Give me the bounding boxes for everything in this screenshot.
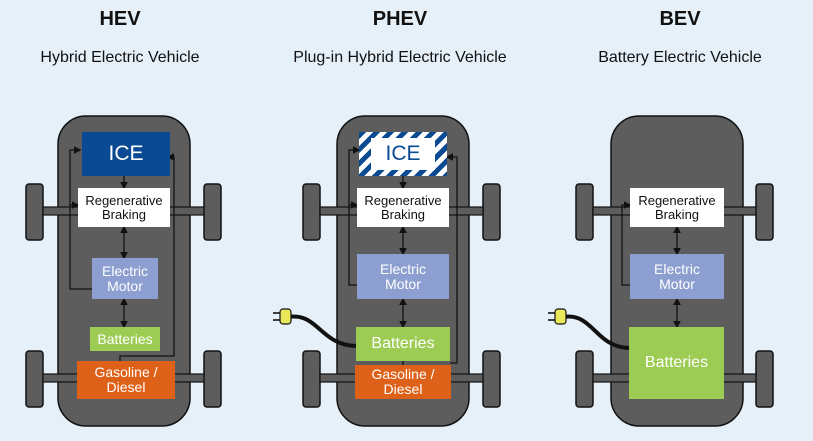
bev-electric-motor-box: Electric Motor <box>630 254 724 299</box>
hev-wheel-rear-left <box>25 350 44 408</box>
hev-fuel-label-2: Diesel <box>106 379 146 395</box>
bev-subtitle: Battery Electric Vehicle <box>598 49 762 66</box>
hev-motor-label-2: Motor <box>107 277 143 294</box>
hev-fuel-box: Gasoline / Diesel <box>77 361 175 399</box>
phev-electric-motor-box: Electric Motor <box>357 254 449 299</box>
phev-fuel-label-1: Gasoline / <box>371 366 435 383</box>
hev-fuel-label-1: Gasoline / <box>94 364 158 381</box>
phev-batteries-label: Batteries <box>371 334 435 352</box>
bev-power-cable <box>562 314 630 350</box>
phev-title: PHEV <box>372 8 428 30</box>
phev-fuel-box: Gasoline / Diesel <box>355 365 451 399</box>
phev-fuel-label-2: Diesel <box>383 381 423 397</box>
phev-wheel-front-right <box>482 183 501 241</box>
hev-regen-braking-box: Regenerative Braking <box>78 188 170 227</box>
hev-batteries-box: Batteries <box>90 327 160 351</box>
phev-regen-label-1: Regenerative <box>364 192 442 208</box>
hev-wheel-front-right <box>203 183 222 241</box>
bev-regen-label-2: Braking <box>654 206 700 222</box>
bev-regen-label-1: Regenerative <box>638 192 716 208</box>
bev-connectors <box>621 201 681 329</box>
phev-motor-label-2: Motor <box>385 275 421 292</box>
hev-electric-motor-box: Electric Motor <box>92 258 158 299</box>
hev-wheel-front-left <box>25 183 44 241</box>
hev-title: HEV <box>99 8 141 30</box>
phev-wheel-front-left <box>302 183 321 241</box>
phev-regen-label-2: Braking <box>380 206 426 222</box>
bev-plug-icon <box>548 308 567 325</box>
phev-ice-box: ICE <box>359 132 447 176</box>
bev-wheel-rear-left <box>575 350 594 408</box>
hev-wheel-rear-right <box>203 350 222 408</box>
hev-subtitle: Hybrid Electric Vehicle <box>40 49 200 66</box>
hev-ice-box: ICE <box>82 132 170 176</box>
hev-ice-label: ICE <box>108 141 144 165</box>
phev-motor-label-1: Electric <box>380 260 426 277</box>
bev-wheel-front-left <box>575 183 594 241</box>
hev-batteries-label: Batteries <box>97 330 153 347</box>
phev-regen-braking-box: Regenerative Braking <box>357 188 449 227</box>
phev-connectors <box>348 146 458 365</box>
phev-wheel-rear-left <box>302 350 321 408</box>
bev-motor-label-2: Motor <box>659 275 695 292</box>
bev-batteries-box: Batteries <box>629 327 724 399</box>
bev-batteries-label: Batteries <box>644 353 709 371</box>
bev-regen-braking-box: Regenerative Braking <box>630 188 724 227</box>
bev-title: BEV <box>659 8 701 30</box>
bev-wheel-front-right <box>755 183 774 241</box>
phev-wheel-rear-right <box>482 350 501 408</box>
phev-plug-icon <box>273 308 292 325</box>
phev-ice-label: ICE <box>385 141 421 165</box>
bev-motor-label-1: Electric <box>654 260 700 277</box>
hev-regen-label-1: Regenerative <box>85 192 163 208</box>
hev-regen-label-2: Braking <box>101 206 147 222</box>
phev-subtitle: Plug-in Hybrid Electric Vehicle <box>293 49 507 66</box>
bev-wheel-rear-right <box>755 350 774 408</box>
phev-power-cable <box>287 314 357 348</box>
hev-connectors <box>69 146 175 371</box>
phev-batteries-box: Batteries <box>356 327 450 361</box>
hev-motor-label-1: Electric <box>102 262 148 279</box>
